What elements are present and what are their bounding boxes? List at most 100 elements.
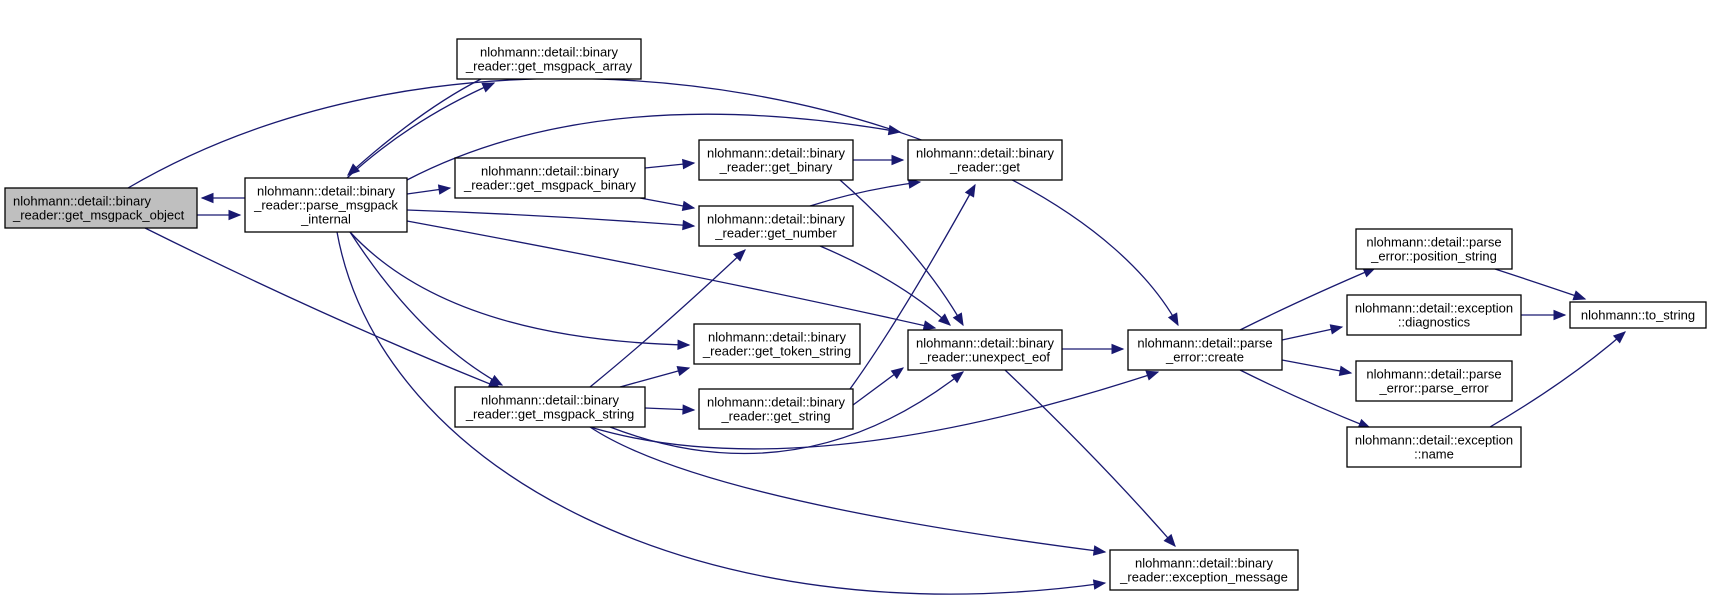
node-label-line: ::diagnostics [1398,315,1471,330]
edge-get-string-to-unexpect-eof [852,367,905,406]
node-label-line: _reader::get_string [720,409,830,424]
node-box [907,139,1063,181]
arrowhead-icon [682,158,696,170]
edge-line [589,371,1159,450]
edge-line [1489,331,1626,428]
arrowhead-icon [937,313,951,326]
node-position-string[interactable]: nlohmann::detail::parse_error::position_… [1355,228,1513,270]
node-exception-name[interactable]: nlohmann::detail::exception::name [1346,426,1522,468]
node-label-line: _reader::unexpect_eof [919,350,1050,365]
node-parse-error[interactable]: nlohmann::detail::parse_error::parse_err… [1355,360,1513,402]
edge-get-msgpack-string-to-parse-error-create [589,370,1160,450]
node-label-line: nlohmann::detail::binary [480,45,619,60]
node-get-msgpack-array[interactable]: nlohmann::detail::binary_reader::get_msg… [456,38,642,80]
node-diagnostics[interactable]: nlohmann::detail::exception::diagnostics [1346,294,1522,336]
node-label-line: nlohmann::detail::exception [1355,301,1513,316]
node-get-msgpack-string[interactable]: nlohmann::detail::binary_reader::get_msg… [454,386,646,428]
node-get-binary[interactable]: nlohmann::detail::binary_reader::get_bin… [698,139,854,181]
node-get-number[interactable]: nlohmann::detail::binary_reader::get_num… [698,205,854,247]
node-box [698,388,854,430]
node-get[interactable]: nlohmann::detail::binary_reader::get [907,139,1063,181]
node-parse-msgpack-internal[interactable]: nlohmann::detail::binary_reader::parse_m… [244,177,408,233]
edge-line [406,220,936,329]
edge-get-msgpack-object-to-parse-msgpack-internal [197,209,242,221]
node-box [693,323,861,365]
edge-parse-msgpack-internal-to-get-number [406,209,696,231]
node-label-line: nlohmann::detail::binary [13,194,152,209]
node-label-line: _internal [300,212,351,227]
node-label-line: _reader::get_msgpack_binary [463,178,636,193]
node-exception-message[interactable]: nlohmann::detail::binary_reader::excepti… [1109,549,1299,591]
arrowhead-icon [1612,331,1626,344]
edge-get-string-to-get [849,183,976,390]
edge-parse-msgpack-internal-to-get-msgpack-string [349,231,504,386]
node-box [456,38,642,80]
node-label-line: ::name [1414,447,1454,462]
edge-get-msgpack-string-to-get-string [644,404,696,415]
node-label-line: _reader::get_msgpack_object [12,208,185,223]
node-box [1127,329,1283,371]
node-label-line: _reader::get_token_string [702,344,851,359]
edge-parse-error-create-to-diagnostics [1281,324,1344,341]
node-label-line: _reader::get_binary [719,160,833,175]
arrowhead-icon [1163,533,1176,547]
edge-get-msgpack-string-to-exception-message [589,426,1107,556]
node-label-line: nlohmann::detail::binary [916,146,1055,161]
edge-get-msgpack-binary-to-get-binary [644,158,696,170]
node-unexpect-eof[interactable]: nlohmann::detail::binary_reader::unexpec… [907,329,1063,371]
node-get-token-string[interactable]: nlohmann::detail::binary_reader::get_tok… [693,323,861,365]
edge-line [336,231,1106,595]
edge-line [406,209,695,227]
arrowhead-icon [887,124,902,136]
edge-get-msgpack-string-to-get-number [589,249,746,388]
edge-unexpect-eof-to-parse-error-create [1062,343,1125,355]
edge-get-msgpack-object-to-parse-error-create [127,77,1179,327]
node-label-line: nlohmann::detail::exception [1355,433,1513,448]
arrowhead-icon [676,366,691,377]
node-label-line: _reader::parse_msgpack [253,198,398,213]
node-parse-error-create[interactable]: nlohmann::detail::parse_error::create [1127,329,1283,371]
node-label-line: _error::position_string [1370,249,1497,264]
node-box [1346,426,1522,468]
edge-get-number-to-get [809,178,922,207]
node-get-string[interactable]: nlohmann::detail::binary_reader::get_str… [698,388,854,430]
arrowhead-icon [1167,312,1179,327]
node-label-line: nlohmann::detail::binary [708,330,847,345]
arrowhead-icon [1092,545,1107,556]
node-box [907,329,1063,371]
node-label-line: nlohmann::detail::binary [916,336,1055,351]
node-box [698,205,854,247]
node-label-line: _error::create [1165,350,1244,365]
edge-get-binary-to-get [853,154,905,166]
node-label-line: _reader::exception_message [1119,570,1288,585]
edge-line [1004,369,1176,547]
node-label-line: nlohmann::detail::parse [1366,235,1501,250]
node-label-line: nlohmann::detail::parse [1137,336,1272,351]
edge-parse-msgpack-internal-to-exception-message [336,231,1107,595]
edge-line [349,231,690,346]
edge-parse-error-create-to-parse-error [1281,359,1353,377]
node-get-msgpack-object[interactable]: nlohmann::detail::binary_reader::get_msg… [4,187,198,229]
node-label-line: nlohmann::detail::binary [257,184,396,199]
node-get-msgpack-binary[interactable]: nlohmann::detail::binary_reader::get_msg… [454,157,646,199]
node-label-line: nlohmann::to_string [1581,308,1695,323]
edge-line [349,231,503,386]
edge-line [1281,359,1352,374]
arrowhead-icon [481,82,496,93]
arrowhead-icon [1553,309,1567,321]
arrowhead-icon [489,374,504,386]
node-label-line: nlohmann::detail::binary [707,212,846,227]
arrowhead-icon [677,339,691,351]
edge-parse-msgpack-internal-to-get-token-string [349,231,691,351]
edge-line [346,82,495,179]
node-label-line: nlohmann::detail::parse [1366,367,1501,382]
edge-line [819,245,951,326]
node-to-string[interactable]: nlohmann::to_string [1569,301,1707,329]
arrowhead-icon [437,184,452,195]
edge-exception-name-to-to-string [1489,331,1626,428]
edge-line [1239,267,1376,331]
edge-line [589,426,1106,553]
edge-parse-msgpack-internal-to-get-msgpack-binary [406,184,452,195]
edge-parse-msgpack-internal-to-get-msgpack-array [346,82,496,179]
